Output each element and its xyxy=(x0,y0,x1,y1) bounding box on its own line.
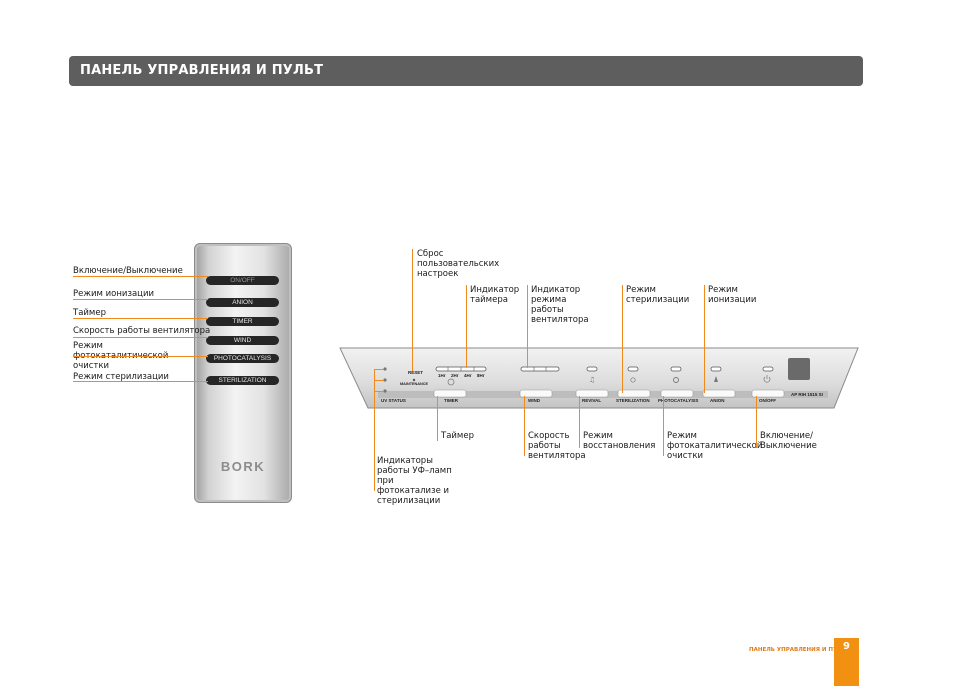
leader-line xyxy=(374,369,375,491)
remote-label-timer: Таймер xyxy=(73,308,106,318)
footer-section-title: ПАНЕЛЬ УПРАВЛЕНИЯ И ПУЛЬТ xyxy=(749,647,850,653)
remote-label-ionization: Режим ионизации xyxy=(73,289,155,299)
leader-line xyxy=(437,396,438,441)
leader-line xyxy=(466,285,467,368)
brand-logo: BORK xyxy=(220,459,266,474)
svg-text:♫: ♫ xyxy=(589,376,595,384)
leader-line xyxy=(73,337,208,338)
leader-line xyxy=(374,380,384,381)
page-number-tab xyxy=(834,638,859,686)
leader-line xyxy=(622,285,623,393)
remote-label-fan: Скорость работы вентилятора xyxy=(73,326,211,336)
panel-timer-2hr: 2Hr xyxy=(451,373,459,378)
label-uv-indicators: Индикаторы работы УФ–ламп при фотокатали… xyxy=(377,456,452,506)
remote-onoff-button: ON/OFF xyxy=(206,276,279,285)
label-reset: Сброс пользовательских настроек xyxy=(417,249,500,279)
leader-line xyxy=(374,391,384,392)
panel-revival-text: REVIVAL xyxy=(582,398,602,403)
leader-line xyxy=(73,356,208,357)
label-timer: Таймер xyxy=(441,431,474,441)
panel-timer-8hr: 8Hr xyxy=(477,373,485,378)
remote-label-power: Включение/Выключение xyxy=(73,266,183,276)
panel-timer-text: TIMER xyxy=(444,398,458,403)
panel-anion-text: ANION xyxy=(710,398,725,403)
panel-wind-text: WIND xyxy=(528,398,540,403)
section-title: ПАНЕЛЬ УПРАВЛЕНИЯ И ПУЛЬТ xyxy=(80,63,324,78)
leader-line xyxy=(73,276,208,277)
leader-line xyxy=(73,381,208,382)
remote-photocatalysis-button: PHOTOCATALYSIS xyxy=(206,354,279,363)
control-panel-illustration: ♫ xyxy=(339,347,859,409)
label-power: Включение/ Выключение xyxy=(760,431,817,451)
remote-timer-button: TIMER xyxy=(206,317,279,326)
remote-control xyxy=(194,243,292,503)
remote-anion-button: ANION xyxy=(206,298,279,307)
leader-line xyxy=(73,299,208,300)
remote-sterilization-button: STERILIZATION xyxy=(206,376,279,385)
label-sterilization-mode: Режим стерилизации xyxy=(626,285,690,305)
label-revival: Режим восстановления xyxy=(583,431,656,451)
leader-line xyxy=(579,396,580,448)
panel-photocatalysis-text: PHOTOCATALYSIS xyxy=(658,398,699,403)
remote-label-sterilization: Режим стерилизации xyxy=(73,372,169,382)
remote-wind-button: WIND xyxy=(206,336,279,345)
leader-line xyxy=(524,396,525,456)
label-fan-speed: Скорость работы вентилятора xyxy=(528,431,586,461)
leader-line xyxy=(73,318,208,319)
label-fan-indicator: Индикатор режима работы вентилятора xyxy=(531,285,589,325)
panel-maintenance-text: MAINTENANCE xyxy=(400,382,429,386)
label-ionization-mode: Режим ионизации xyxy=(708,285,757,305)
section-header-bar xyxy=(69,56,863,86)
leader-line xyxy=(704,285,705,393)
leader-line xyxy=(756,396,757,448)
leader-line xyxy=(374,369,384,370)
panel-reset-text: RESET xyxy=(408,370,424,375)
label-timer-indicator: Индикатор таймера xyxy=(470,285,520,305)
panel-sterilization-text: STERILIZATION xyxy=(616,398,650,403)
leader-line xyxy=(663,396,664,456)
panel-timer-4hr: 4Hr xyxy=(464,373,472,378)
panel-onoff-text: ON/OFF xyxy=(759,398,776,403)
panel-uv-status-text: UV STATUS xyxy=(381,398,406,403)
page-number: 9 xyxy=(843,641,850,652)
leader-line xyxy=(412,249,413,371)
panel-model-text: AP RIH 1515 SI xyxy=(791,392,823,397)
leader-line xyxy=(527,285,528,368)
panel-timer-1hr: 1Hr xyxy=(438,373,446,378)
label-photocatalysis: Режим фотокаталитической очистки xyxy=(667,431,763,461)
